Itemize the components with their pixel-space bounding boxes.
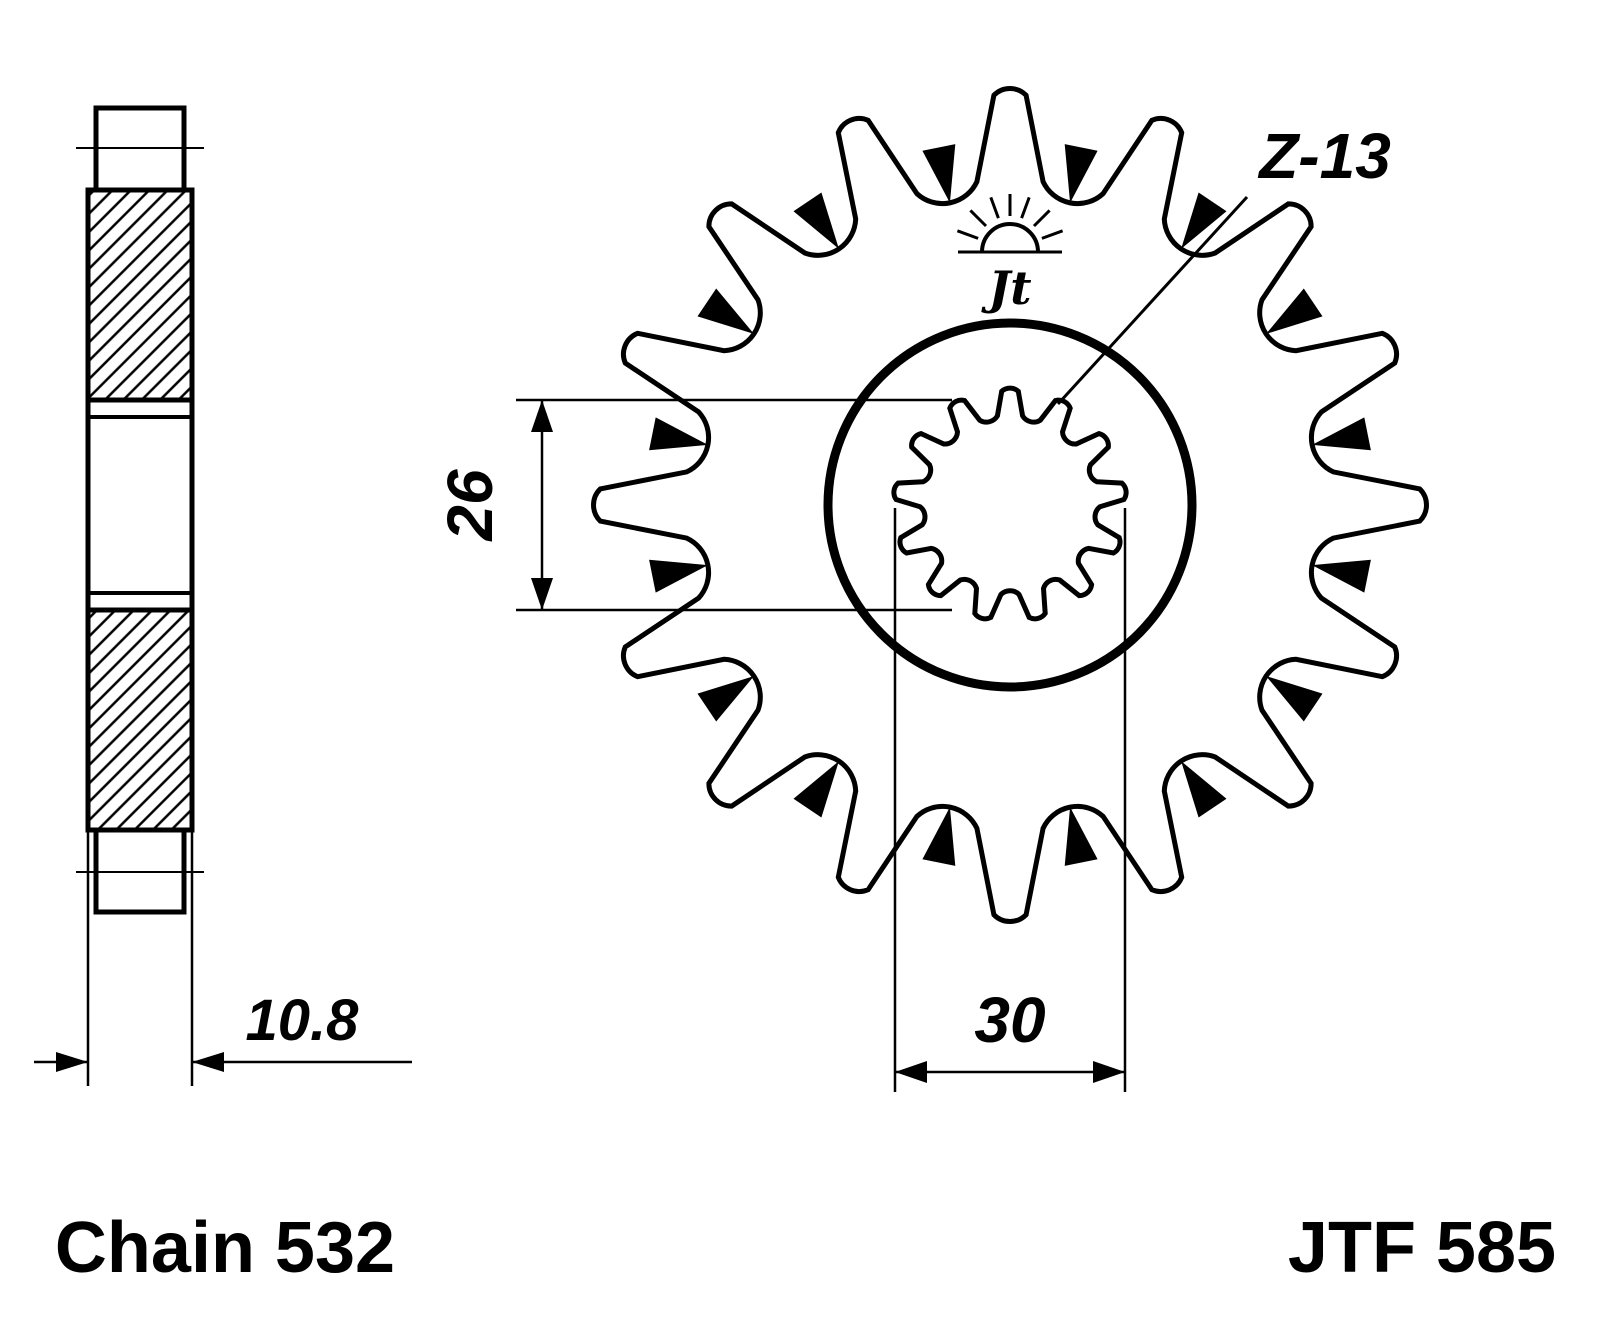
tooth-valley-mark [1312,417,1371,451]
tooth-valley-mark [922,144,956,203]
tooth-valley-mark [649,559,708,593]
tooth-valley-mark [1181,192,1227,249]
spline-leader-line [1056,195,1249,406]
tooth-valley-mark [1064,807,1098,866]
section-hatch-lower [85,607,195,833]
tooth-valley-mark [697,288,754,334]
sun-ray-icon [989,196,1000,219]
spline-count-callout: Z-13 [1056,120,1391,406]
dim26-arrow-up-icon [531,400,553,432]
dimension-30: 30 [893,508,1127,1092]
dimension-10-8: 10.8 [34,832,412,1086]
tooth-valley-mark [793,192,839,249]
sun-ray-icon [956,229,979,240]
section-hatch-upper [85,187,195,403]
sun-ray-icon [969,209,988,228]
tooth-valley-mark [1266,676,1323,722]
tooth-valley-mark [1064,144,1098,203]
dim30-label: 30 [974,984,1045,1056]
spline-bore-outline [891,385,1129,622]
dim26-label: 26 [434,469,506,542]
dimension-26: 26 [434,398,952,612]
sun-rays-icon [956,194,1064,240]
spline-count-label: Z-13 [1257,120,1391,192]
tooth-valley-mark [697,676,754,722]
dim108-arrow-left-icon [192,1052,224,1072]
tooth-valley-mark [649,417,708,451]
front-view [591,86,1429,924]
dim108-arrow-right-icon [56,1052,88,1072]
side-section-view [76,105,204,915]
part-number-label: JTF 585 [1288,1208,1556,1288]
dim26-arrow-down-icon [531,578,553,610]
jt-logo-text: Jt [980,261,1031,315]
jt-logo: Jt [956,194,1064,315]
dim30-arrow-left-icon [895,1061,927,1083]
sun-ray-icon [1020,196,1031,219]
tooth-valley-marks [649,144,1371,866]
dim30-arrow-right-icon [1093,1061,1125,1083]
chain-label: Chain 532 [55,1208,395,1288]
dim108-label: 10.8 [246,988,360,1053]
tooth-valley-mark [1312,559,1371,593]
sun-ray-icon [1041,229,1064,240]
sun-ray-icon [1032,209,1051,228]
tooth-valley-mark [1266,288,1323,334]
tooth-valley-mark [922,807,956,866]
tooth-valley-mark [1181,761,1227,818]
tooth-valley-mark [793,761,839,818]
hub-circle [823,318,1197,692]
sun-semicircle-icon [980,222,1040,253]
